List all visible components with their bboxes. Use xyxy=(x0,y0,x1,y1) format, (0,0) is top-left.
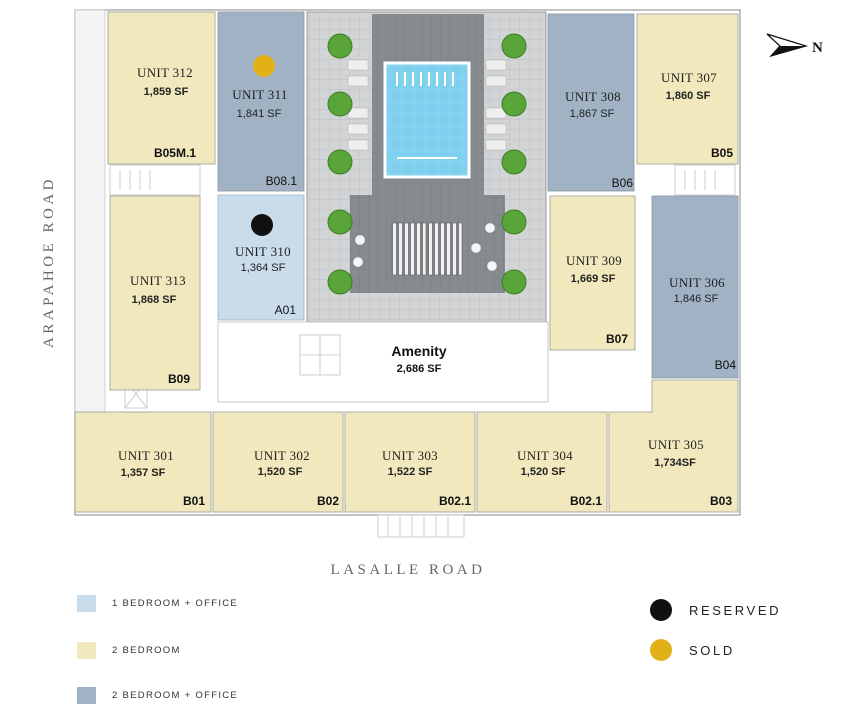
unit-308-shape xyxy=(547,13,635,192)
unit-312[interactable]: UNIT 312 1,859 SF B05M.1 xyxy=(107,11,216,165)
south-road-label: LASALLE ROAD xyxy=(331,562,486,578)
unit-310-name: UNIT 310 xyxy=(235,244,291,259)
unit-310-area: 1,364 SF xyxy=(241,262,286,274)
status-dot xyxy=(650,639,672,661)
pool-ladders xyxy=(396,72,457,159)
legend-item: 2 BEDROOM + OFFICE xyxy=(77,687,238,704)
unit-303[interactable]: UNIT 303 1,522 SF B02.1 xyxy=(344,411,476,513)
unit-308-area: 1,867 SF xyxy=(570,108,615,120)
amenity-title: Amenity xyxy=(391,343,446,359)
unit-313-area: 1,868 SF xyxy=(132,294,177,306)
unit-310[interactable]: UNIT 310 1,364 SF A01 xyxy=(217,194,305,321)
legend-label: 1 BEDROOM + OFFICE xyxy=(112,598,239,609)
north-arrow-icon xyxy=(766,33,809,58)
unit-310-reserved-marker xyxy=(251,214,273,236)
legend-item: 1 BEDROOM + OFFICE xyxy=(77,595,238,612)
unit-307[interactable]: UNIT 307 1,860 SF B05 xyxy=(636,13,739,165)
unit-311-code: B08.1 xyxy=(266,174,298,188)
unit-306-name: UNIT 306 xyxy=(669,275,725,290)
unit-303-area: 1,522 SF xyxy=(388,466,433,478)
unit-301-shape xyxy=(74,411,212,513)
unit-304[interactable]: UNIT 304 1,520 SF B02.1 xyxy=(476,411,608,513)
trees xyxy=(327,33,527,295)
unit-307-name: UNIT 307 xyxy=(661,70,717,85)
status-label: SOLD xyxy=(689,642,735,658)
unit-301[interactable]: UNIT 301 1,357 SF B01 xyxy=(74,411,212,513)
unit-312-area: 1,859 SF xyxy=(144,86,189,98)
unit-306[interactable]: UNIT 306 1,846 SF B04 xyxy=(651,195,739,379)
unit-309-code: B07 xyxy=(606,332,628,346)
unit-302[interactable]: UNIT 302 1,520 SF B02 xyxy=(212,411,344,513)
courtyard-walk-lower xyxy=(350,195,505,293)
unit-305-area: 1,734SF xyxy=(654,457,696,469)
unit-303-name: UNIT 303 xyxy=(382,448,438,463)
unit-305-shape xyxy=(608,379,739,513)
unit-308-name: UNIT 308 xyxy=(565,89,621,104)
legend-item: 2 BEDROOM xyxy=(77,642,181,659)
west-road-label: ARAPAHOE ROAD xyxy=(41,176,57,348)
legend-label: 2 BEDROOM + OFFICE xyxy=(112,690,239,701)
unit-311-area: 1,841 SF xyxy=(237,108,282,120)
unit-311-name: UNIT 311 xyxy=(232,87,287,102)
pergola-right xyxy=(427,222,463,276)
unit-301-name: UNIT 301 xyxy=(118,448,174,463)
unit-307-code: B05 xyxy=(711,146,733,160)
unit-313[interactable]: UNIT 313 1,868 SF B09 xyxy=(109,195,201,391)
unit-305-name: UNIT 305 xyxy=(648,437,704,452)
unit-302-code: B02 xyxy=(317,494,339,508)
status-legend-item: SOLD xyxy=(650,639,735,661)
unit-307-area: 1,860 SF xyxy=(666,90,711,102)
unit-311[interactable]: UNIT 311 1,841 SF B08.1 xyxy=(217,11,305,192)
unit-313-name: UNIT 313 xyxy=(130,273,186,288)
amenity-stairs xyxy=(299,334,341,376)
unit-302-area: 1,520 SF xyxy=(258,466,303,478)
unit-312-code: B05M.1 xyxy=(154,146,196,160)
unit-303-code: B02.1 xyxy=(439,494,471,508)
pergola-left xyxy=(391,222,427,276)
status-legend-item: RESERVED xyxy=(650,599,781,621)
legend-swatch xyxy=(77,595,96,612)
status-dot xyxy=(650,599,672,621)
unit-309-area: 1,669 SF xyxy=(571,273,616,285)
unit-303-shape xyxy=(344,411,476,513)
amenity-area: 2,686 SF xyxy=(397,363,442,375)
unit-306-shape xyxy=(651,195,739,379)
unit-304-area: 1,520 SF xyxy=(521,466,566,478)
unit-301-code: B01 xyxy=(183,494,205,508)
unit-305-code: B03 xyxy=(710,494,732,508)
unit-308[interactable]: UNIT 308 1,867 SF B06 xyxy=(547,13,635,192)
unit-306-area: 1,846 SF xyxy=(674,293,719,305)
unit-307-shape xyxy=(636,13,739,165)
unit-301-area: 1,357 SF xyxy=(121,467,166,479)
stair-cores xyxy=(109,164,736,538)
unit-311-sold-marker xyxy=(253,55,275,77)
unit-309-name: UNIT 309 xyxy=(566,253,622,268)
unit-312-name: UNIT 312 xyxy=(137,65,193,80)
unit-311-shape xyxy=(217,11,305,192)
legend-label: 2 BEDROOM xyxy=(112,645,181,656)
north-label: N xyxy=(812,40,823,56)
legend-swatch xyxy=(77,642,96,659)
legend-swatch xyxy=(77,687,96,704)
unit-306-code: B04 xyxy=(715,358,737,372)
unit-312-shape xyxy=(107,11,216,165)
lounge-chairs xyxy=(347,59,507,151)
status-label: RESERVED xyxy=(689,602,782,618)
unit-304-code: B02.1 xyxy=(570,494,602,508)
unit-313-shape xyxy=(109,195,201,391)
unit-308-code: B06 xyxy=(612,176,634,190)
unit-304-name: UNIT 304 xyxy=(517,448,573,463)
unit-313-code: B09 xyxy=(168,372,190,386)
west-corridor xyxy=(74,9,106,413)
unit-305[interactable]: UNIT 305 1,734SF B03 xyxy=(608,379,739,513)
amenity-space xyxy=(217,321,549,403)
patio-tables xyxy=(352,222,498,272)
unit-302-shape xyxy=(212,411,344,513)
unit-304-shape xyxy=(476,411,608,513)
unit-309[interactable]: UNIT 309 1,669 SF B07 xyxy=(549,195,636,351)
unit-309-shape xyxy=(549,195,636,351)
unit-310-code: A01 xyxy=(275,303,297,317)
unit-302-name: UNIT 302 xyxy=(254,448,310,463)
